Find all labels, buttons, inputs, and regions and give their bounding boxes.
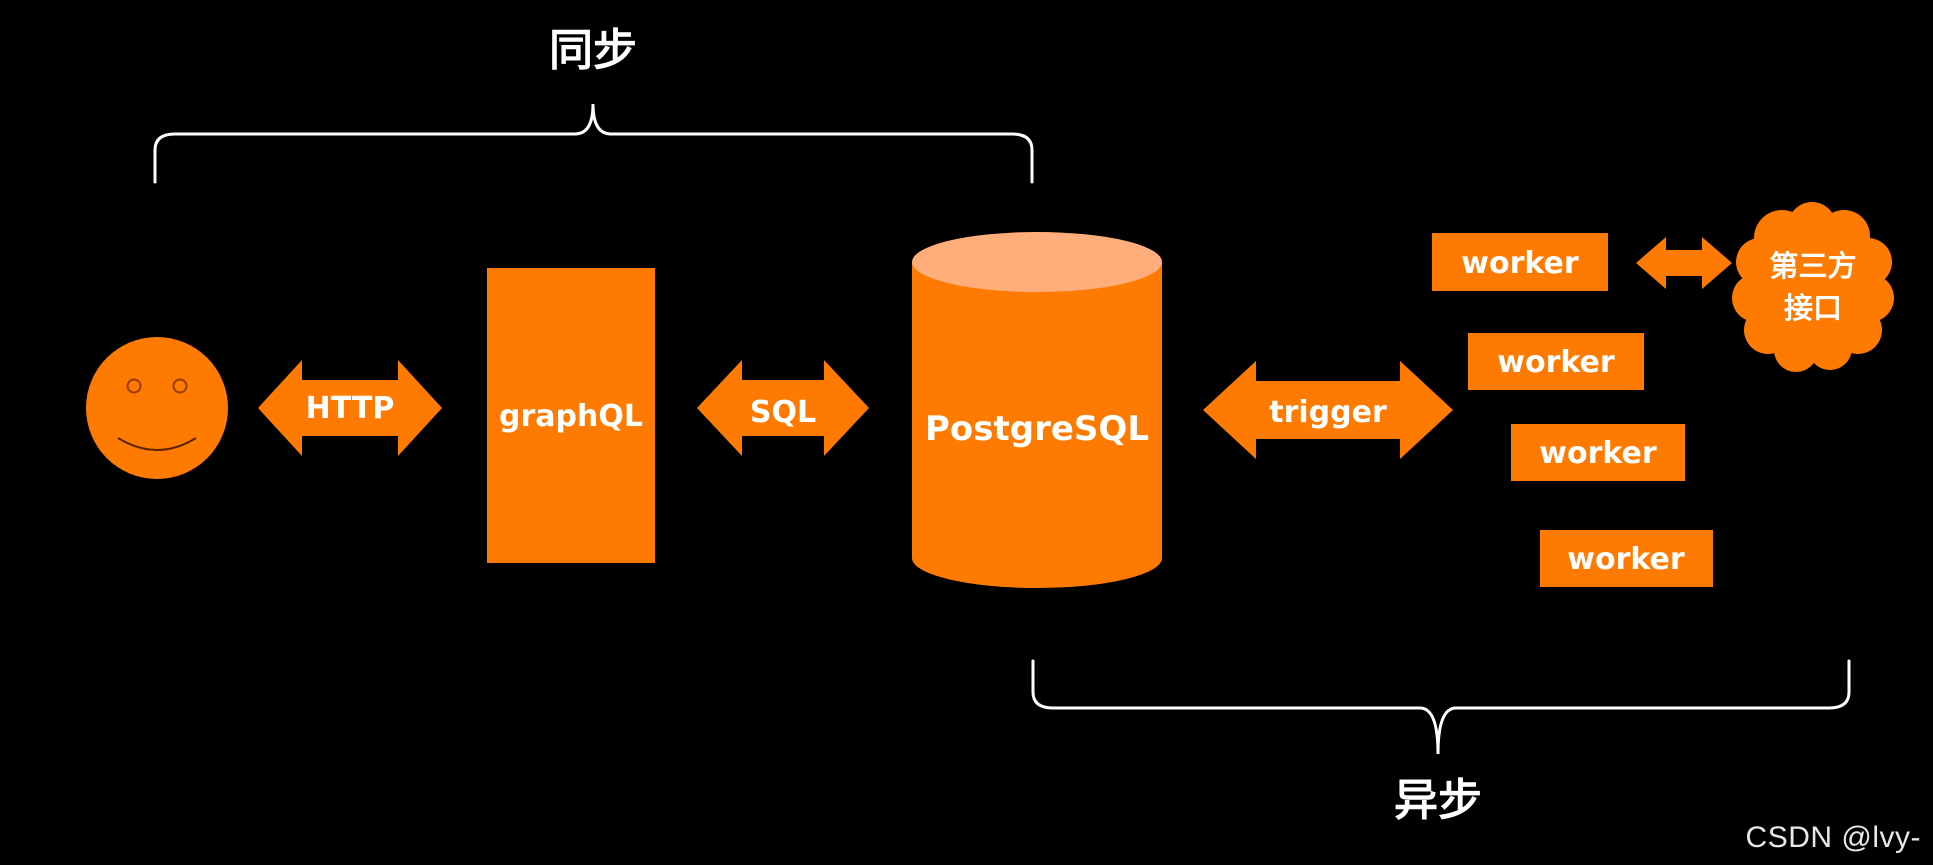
graphql-label: graphQL: [499, 399, 643, 434]
async-bracket: [1031, 659, 1851, 755]
sync-bracket: [153, 103, 1034, 184]
http-label: HTTP: [306, 391, 395, 426]
worker-box: worker: [1511, 424, 1685, 481]
worker-label: worker: [1461, 246, 1579, 281]
async-label: 异步: [1394, 775, 1482, 826]
worker-label: worker: [1539, 436, 1657, 471]
third-party-label-line2: 接口: [1784, 291, 1842, 325]
worker-box: worker: [1540, 530, 1713, 587]
worker-label: worker: [1497, 345, 1615, 380]
trigger-arrow: trigger: [1203, 361, 1453, 459]
worker-label: worker: [1567, 542, 1685, 577]
http-arrow: HTTP: [258, 360, 442, 456]
smiley-face-icon: [86, 337, 228, 479]
third-party-arrow: [1636, 237, 1732, 289]
sync-label: 同步: [549, 25, 637, 76]
worker-box: worker: [1468, 333, 1644, 390]
database-cylinder-icon: PostgreSQL: [912, 232, 1162, 588]
watermark: CSDN @lvy-: [1745, 821, 1921, 854]
trigger-label: trigger: [1269, 395, 1387, 430]
graphql-server: graphQL: [487, 268, 655, 563]
sql-label: SQL: [750, 395, 816, 430]
worker-box: worker: [1432, 233, 1608, 291]
cloud-icon: 第三方 接口: [1732, 202, 1894, 372]
postgresql-label: PostgreSQL: [925, 409, 1149, 449]
sql-arrow: SQL: [697, 360, 869, 456]
third-party-label-line1: 第三方: [1769, 249, 1856, 283]
